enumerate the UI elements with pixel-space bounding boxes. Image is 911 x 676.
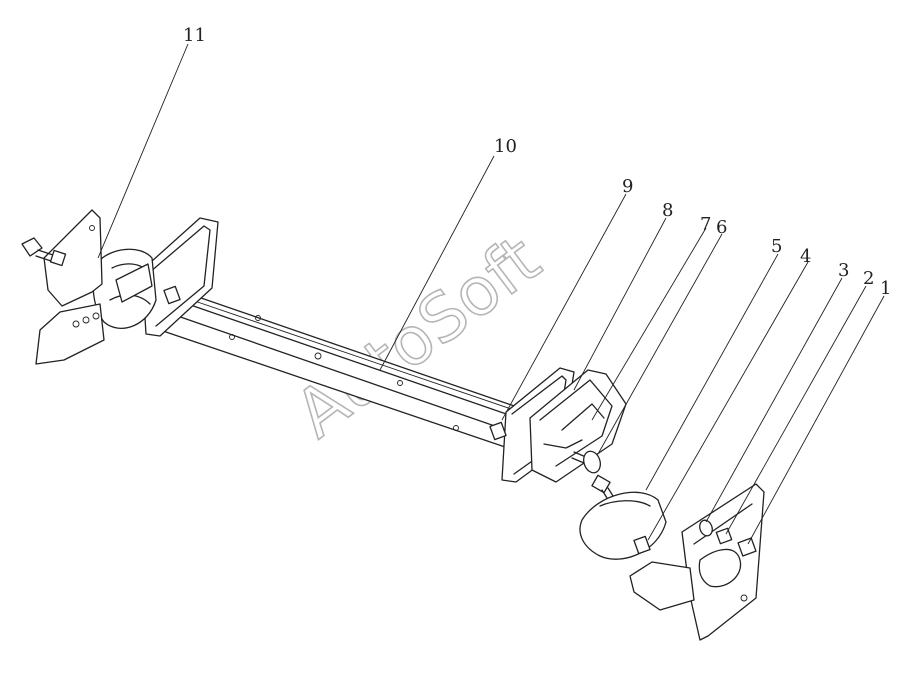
left-end-plate xyxy=(141,217,219,337)
left-engine-mount xyxy=(92,248,157,329)
callout-11: 11 xyxy=(183,25,206,46)
callout-7: 7 xyxy=(700,214,711,235)
callout-9: 9 xyxy=(622,176,633,197)
callout-10: 10 xyxy=(494,136,517,157)
callout-1: 1 xyxy=(880,278,891,299)
callout-4: 4 xyxy=(800,246,811,267)
callout-2: 2 xyxy=(863,268,874,289)
rubber-cushion xyxy=(579,491,667,560)
leader-lines xyxy=(97,43,885,545)
callout-3: 3 xyxy=(838,260,849,281)
left-bracket xyxy=(35,209,105,365)
callout-labels: 1 2 3 4 5 6 7 8 9 10 11 xyxy=(183,25,891,299)
callout-8: 8 xyxy=(662,200,673,221)
callout-5: 5 xyxy=(771,236,782,257)
left-bolt xyxy=(21,237,67,267)
right-stud xyxy=(571,450,601,474)
right-mount-housing xyxy=(529,369,627,483)
washer-and-nuts xyxy=(699,519,757,557)
callout-6: 6 xyxy=(716,217,727,238)
